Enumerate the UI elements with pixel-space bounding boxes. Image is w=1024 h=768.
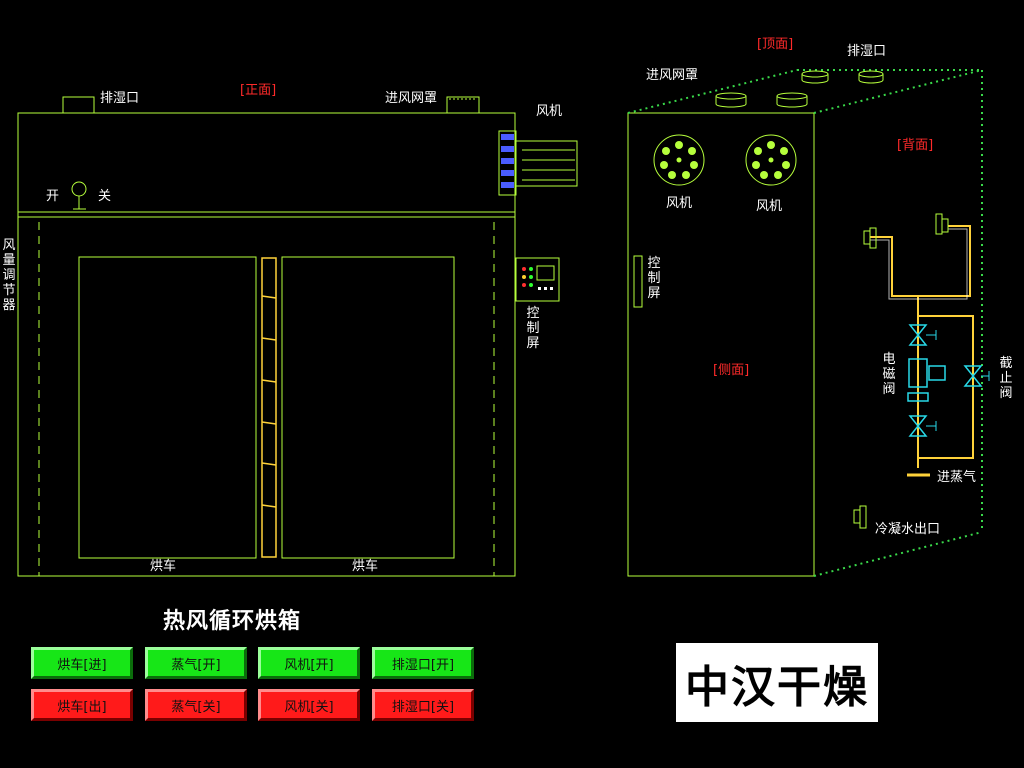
exhaust-off-button[interactable]: 排湿口[关] [372,689,474,721]
front-control-label: 控制屏 [526,306,540,351]
damper-handle-icon[interactable] [70,181,90,211]
front-fan-label: 风机 [536,104,563,119]
top-view-label: [顶面] [757,37,794,52]
front-view-label: [正面] [240,83,277,98]
exhaust-on-button[interactable]: 排湿口[开] [372,647,474,679]
front-oven-body [17,112,516,577]
side-view-label: [侧面] [713,363,750,378]
back-view-label: [背面] [897,138,934,153]
cart-out-button[interactable]: 烘车[出] [31,689,133,721]
cart-right-label: 烘车 [352,559,379,574]
front-exhaust-port [62,96,95,114]
damper-off-label: 关 [98,189,112,204]
steam-off-button[interactable]: 蒸气[关] [145,689,247,721]
side-control-strip [633,255,643,308]
solenoid-valve-label: 电磁阀 [882,352,896,397]
side-fan1-label: 风机 [666,196,693,211]
cart-left [78,256,257,559]
fan-on-button[interactable]: 风机[开] [258,647,360,679]
damper-on-label: 开 [46,189,60,204]
side-oven-body [627,112,815,577]
condensate-outlet-label: 冷凝水出口 [875,522,941,537]
stop-valve-label: 截止阀 [999,356,1013,401]
front-control-panel [515,257,560,302]
steam-on-button[interactable]: 蒸气[开] [145,647,247,679]
side-fan2-label: 风机 [756,199,783,214]
steam-inlet-label: 进蒸气 [937,470,977,485]
cart-in-button[interactable]: 烘车[进] [31,647,133,679]
cart-right [281,256,455,559]
side-intake-label: 进风网罩 [646,68,699,83]
front-intake-cover [446,96,480,114]
cart-left-label: 烘车 [150,559,177,574]
damper-label: 风量调节器 [2,238,16,313]
front-exhaust-label: 排湿口 [100,91,140,106]
page-title: 热风循环烘箱 [163,609,302,634]
side-control-label: 控制屏 [647,256,661,301]
side-exhaust-label: 排湿口 [847,44,887,59]
front-intake-label: 进风网罩 [385,91,438,106]
brand-logo: 中汉干燥 [676,643,878,722]
fan-off-button[interactable]: 风机[关] [258,689,360,721]
